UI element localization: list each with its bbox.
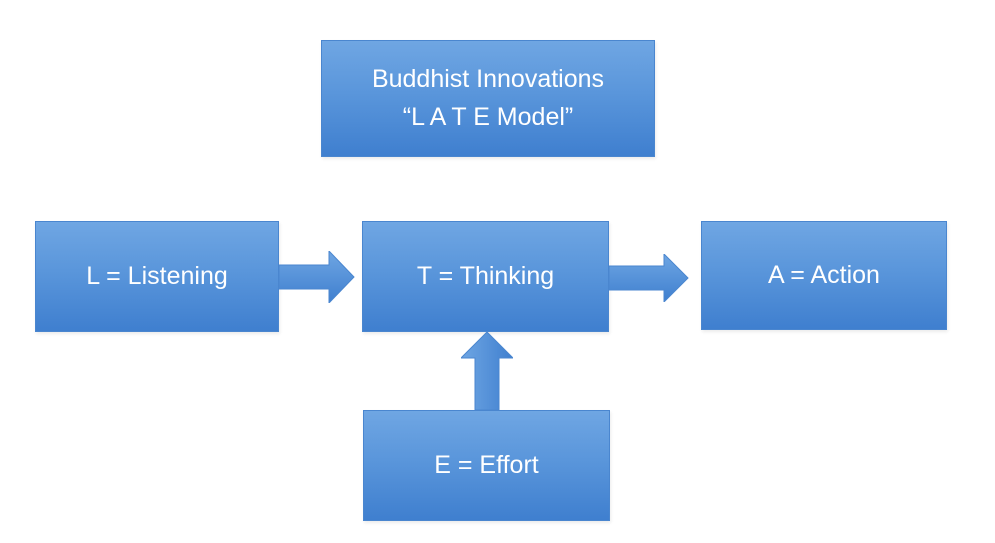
title-box: Buddhist Innovations “L A T E Model” (321, 40, 655, 157)
action-box: A = Action (701, 221, 947, 330)
action-label: A = Action (768, 260, 880, 289)
effort-label: E = Effort (434, 450, 539, 479)
thinking-box: T = Thinking (362, 221, 609, 332)
listening-box: L = Listening (35, 221, 279, 332)
title-line-2: “L A T E Model” (402, 102, 574, 131)
title-line-1: Buddhist Innovations (371, 65, 605, 93)
arrow-right-listening-to-thinking (279, 251, 355, 303)
arrow-up-effort-to-thinking (461, 332, 513, 410)
thinking-label: T = Thinking (416, 261, 555, 290)
listening-label: L = Listening (86, 261, 228, 290)
effort-box: E = Effort (363, 410, 610, 521)
arrow-right-thinking-to-action (609, 254, 689, 302)
